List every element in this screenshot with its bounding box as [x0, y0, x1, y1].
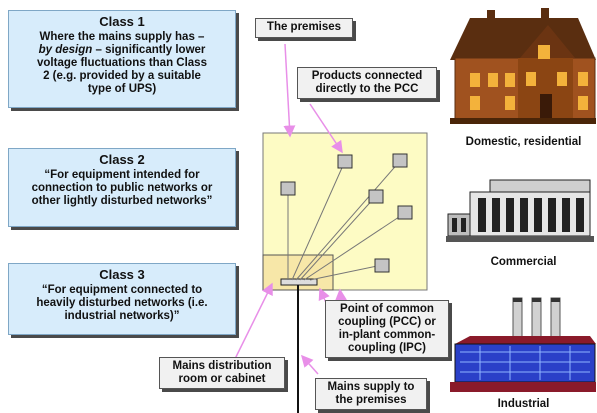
industrial-label: Industrial [497, 398, 550, 410]
arrow-products [309, 103, 343, 154]
commercial-label: Commercial [490, 256, 557, 268]
class-3-title: Class 3 [99, 267, 145, 282]
class-2-box: Class 2 “For equipment intended for conn… [8, 148, 236, 227]
equipment-units [280, 153, 413, 273]
products-callout: Products connected directly to the PCC [297, 67, 437, 99]
house-icon [450, 8, 596, 124]
feeder-lines [287, 160, 406, 281]
arrow-mains-room [231, 282, 273, 366]
class-1-title: Class 1 [99, 14, 145, 29]
class-3-box: Class 3 “For equipment connected to heav… [8, 263, 236, 335]
class-1-box: Class 1 Where the mains supply has – by … [8, 10, 236, 108]
class-2-title: Class 2 [99, 152, 145, 167]
pcc-callout: Point of common coupling (PCC) or in-pla… [325, 300, 449, 358]
class-2-text: “For equipment intended for connection t… [31, 169, 213, 207]
office-building-icon [446, 179, 594, 242]
mains-supply-callout: Mains supply to the premises [315, 378, 427, 410]
domestic-label: Domestic, residential [465, 136, 582, 148]
arrow-premises [283, 43, 296, 138]
mains-room-callout: Mains distribution room or cabinet [159, 357, 285, 389]
arrow-mains-supply [301, 354, 319, 375]
class-3-text: “For equipment connected to heavily dist… [36, 284, 208, 322]
premises-callout: The premises [255, 18, 353, 38]
factory-icon [450, 297, 596, 392]
class-1-text: Where the mains supply has – by design –… [37, 31, 207, 95]
